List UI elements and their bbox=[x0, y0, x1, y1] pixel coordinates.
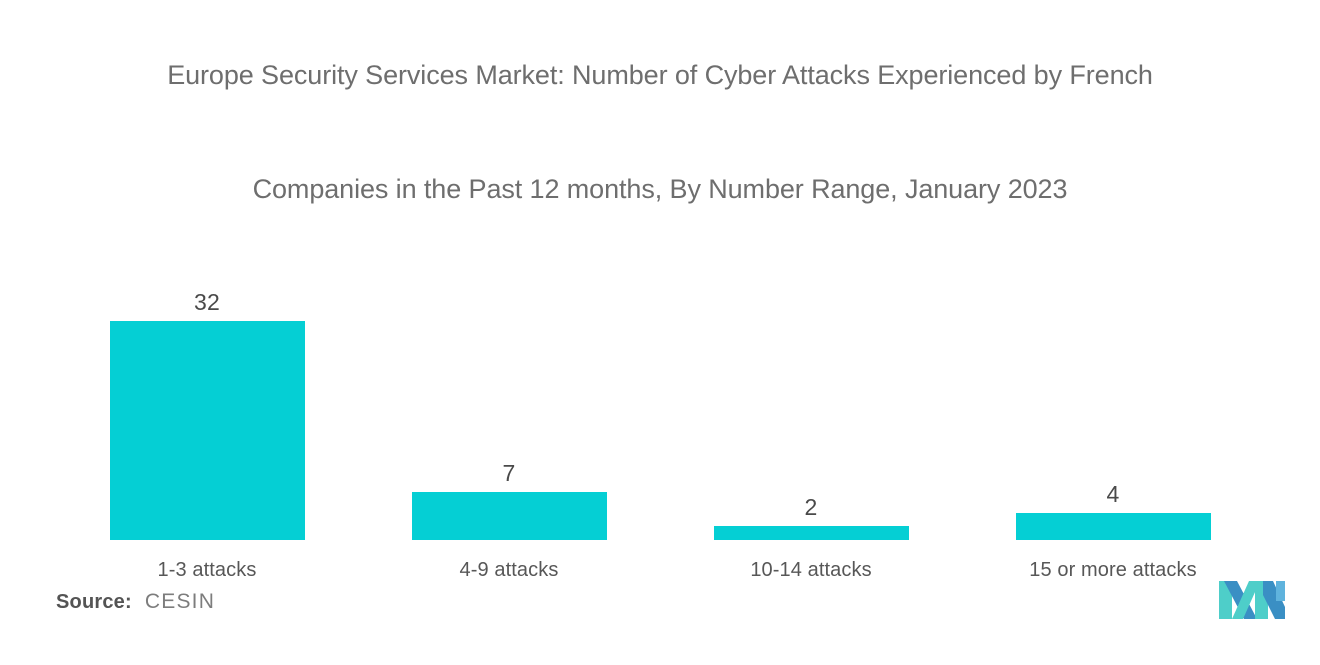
bar-category-label: 15 or more attacks bbox=[1029, 559, 1197, 581]
mordor-intelligence-logo bbox=[1219, 581, 1285, 619]
bar-category-label: 4-9 attacks bbox=[459, 559, 559, 581]
bar-value-label: 2 bbox=[804, 494, 818, 520]
chart-title-line-2: Companies in the Past 12 months, By Numb… bbox=[252, 174, 1068, 204]
source-label: Source: bbox=[56, 591, 132, 613]
bar-value-label: 32 bbox=[194, 289, 220, 315]
chart-title-line-1: Europe Security Services Market: Number … bbox=[167, 60, 1153, 90]
bar-group[interactable]: 32 1-3 attacks bbox=[56, 120, 358, 581]
bar-value-label: 7 bbox=[502, 460, 516, 486]
bar-value-label: 4 bbox=[1106, 481, 1120, 507]
chart-plot-area: 32 1-3 attacks 7 4-9 attacks 2 10-14 att… bbox=[0, 120, 1320, 581]
source-attribution: Source: CESIN bbox=[56, 590, 215, 614]
bar-group[interactable]: 2 10-14 attacks bbox=[660, 120, 962, 581]
bar-rect[interactable] bbox=[109, 321, 305, 540]
bar-category-label: 1-3 attacks bbox=[157, 559, 257, 581]
chart-footer: Source: CESIN bbox=[0, 575, 1320, 665]
bar-series-container: 32 1-3 attacks 7 4-9 attacks 2 10-14 att… bbox=[56, 120, 1264, 581]
bar-rect[interactable] bbox=[1015, 513, 1211, 540]
bar-rect[interactable] bbox=[713, 526, 909, 540]
source-value: CESIN bbox=[144, 590, 216, 613]
bar-group[interactable]: 7 4-9 attacks bbox=[358, 120, 660, 581]
bar-category-label: 10-14 attacks bbox=[750, 559, 872, 581]
bar-group[interactable]: 4 15 or more attacks bbox=[962, 120, 1264, 581]
bar-rect[interactable] bbox=[411, 492, 607, 540]
chart-title: Europe Security Services Market: Number … bbox=[60, 18, 1260, 208]
